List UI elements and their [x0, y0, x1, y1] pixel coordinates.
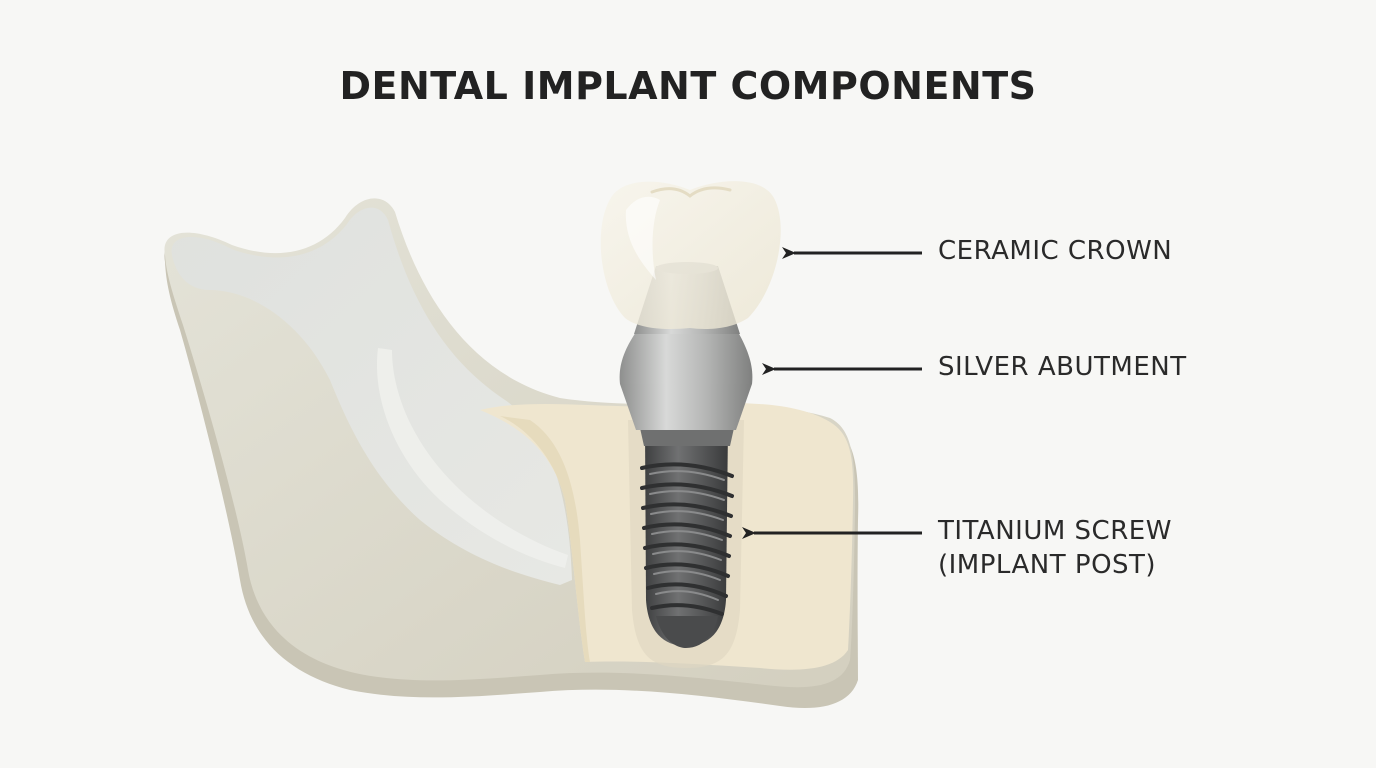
label-titanium-screw-line1: TITANIUM SCREW [938, 516, 1172, 546]
diagram-title: DENTAL IMPLANT COMPONENTS [339, 64, 1037, 108]
jaw-bone-marrow-edge [500, 416, 590, 662]
label-silver-abutment: SILVER ABUTMENT [938, 352, 1187, 382]
label-titanium-screw-line2: (IMPLANT POST) [938, 550, 1157, 580]
crown-cusp [650, 186, 732, 198]
titanium-screw [640, 428, 734, 648]
label-ceramic-crown: CERAMIC CROWN [938, 236, 1173, 266]
jaw-bone-highlight [376, 348, 568, 568]
screw-thread-highlights [649, 470, 725, 601]
abutment-collar [640, 428, 734, 446]
screw-tip [656, 616, 718, 648]
crown-body [600, 181, 781, 329]
label-titanium-screw: TITANIUM SCREW (IMPLANT POST) [938, 514, 1172, 582]
crown-highlight [625, 196, 660, 280]
jaw-bone-cortical [171, 207, 572, 585]
ceramic-crown [600, 181, 781, 329]
abutment-shoulder [619, 332, 753, 384]
screw-threads [640, 462, 734, 616]
abutment-base [620, 384, 752, 430]
